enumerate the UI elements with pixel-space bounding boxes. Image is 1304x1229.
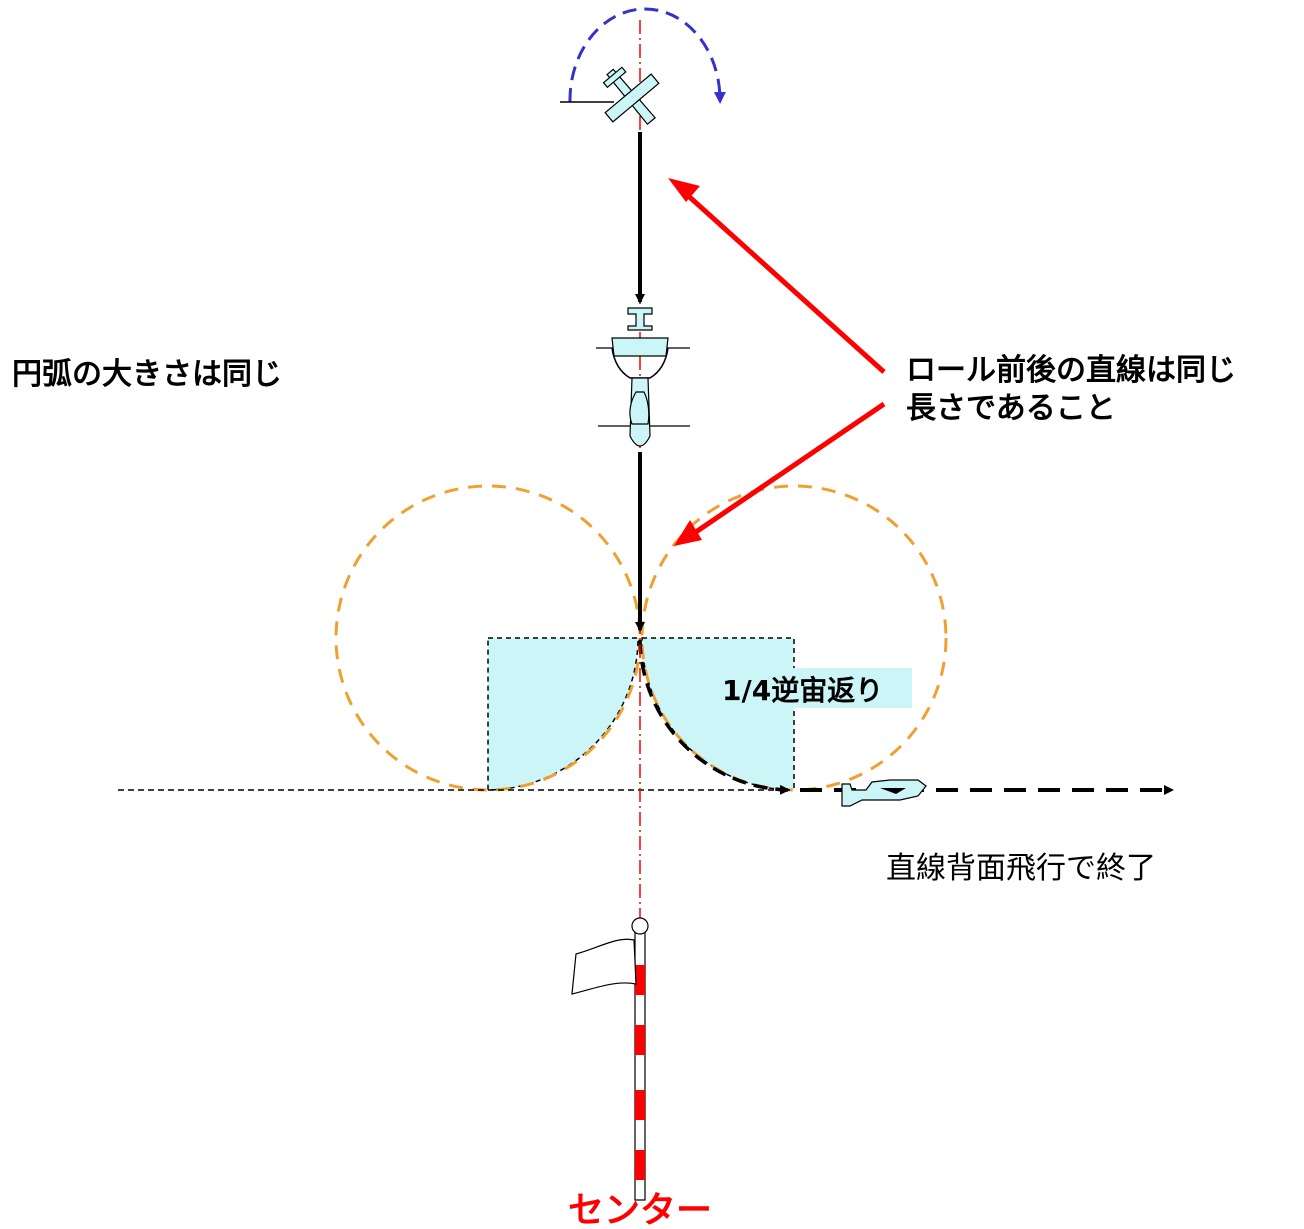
right-arc-circle <box>640 484 948 792</box>
quarter-loop-fill <box>487 637 795 791</box>
quarter-reverse-arc-path <box>638 639 790 795</box>
quarter-reverse-label-bg <box>716 668 912 708</box>
quarter-reverse-label: 1/4逆宙返り <box>722 674 883 707</box>
roll-line-note-line1: ロール前後の直線は同じ <box>906 353 1236 388</box>
aircraft-roll-icon <box>596 307 690 447</box>
aircraft-top-icon <box>602 66 660 126</box>
center-label: センター <box>568 1190 712 1229</box>
aircraft-exit-icon <box>841 779 927 807</box>
roll-line-note-line2: 長さであること <box>906 391 1116 426</box>
center-pole <box>571 917 649 1201</box>
finish-note: 直線背面飛行で終了 <box>886 851 1156 886</box>
roll-line-pointers <box>668 178 886 546</box>
arc-size-note: 円弧の大きさは同じ <box>12 357 282 392</box>
